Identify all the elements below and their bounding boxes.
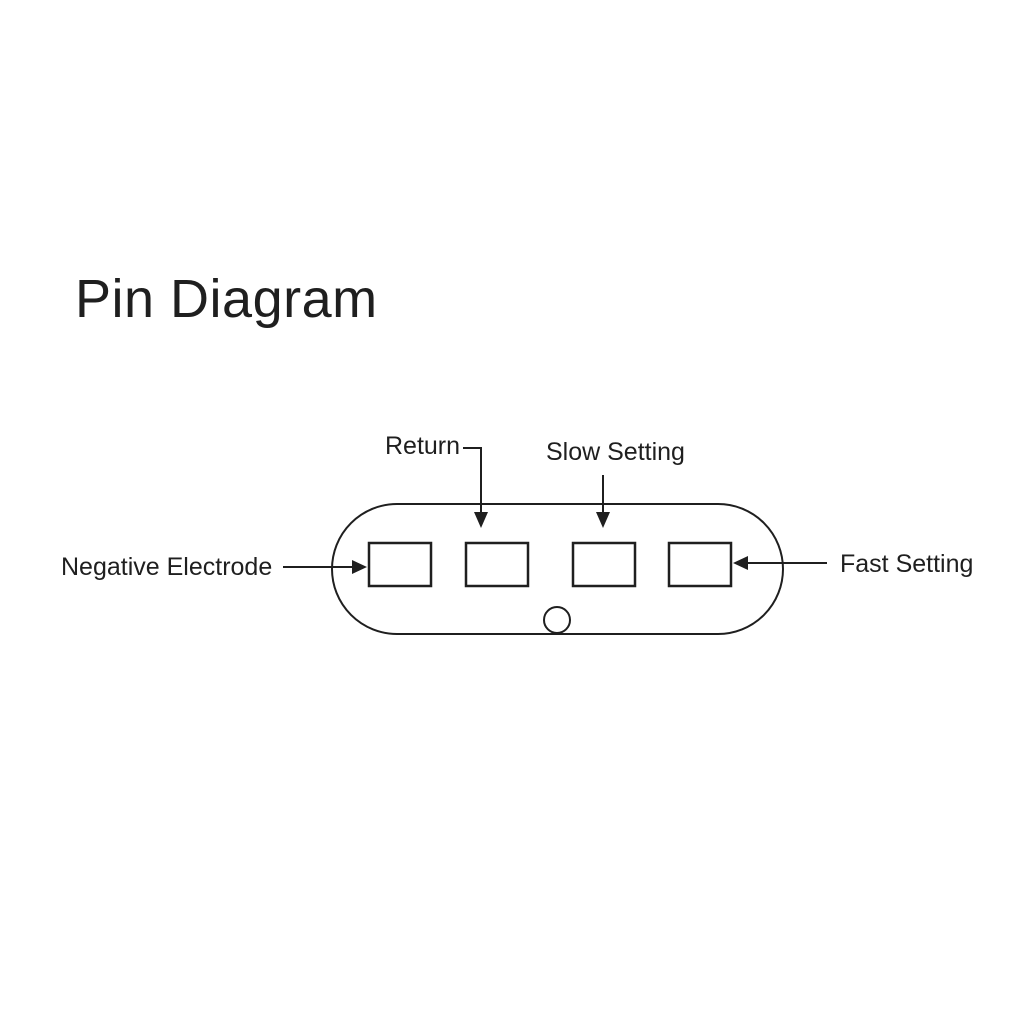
fast-setting-arrowhead <box>733 556 748 570</box>
negative-electrode-arrowhead <box>352 560 367 574</box>
return-label: Return <box>385 432 461 460</box>
slow-setting-arrowhead <box>596 512 610 528</box>
fast-setting-label: Fast Setting <box>840 550 974 578</box>
diagram-strokes <box>283 447 827 635</box>
indicator-circle <box>543 606 571 634</box>
return-arrowhead <box>474 512 488 528</box>
pin-1-negative-electrode <box>367 541 433 588</box>
pin-2-return <box>464 541 530 588</box>
pin-4-fast-setting <box>667 541 733 588</box>
diagram-arrowheads <box>352 512 748 574</box>
return-arrow-line <box>463 447 482 514</box>
component-outline <box>331 503 784 635</box>
page-title: Pin Diagram <box>75 269 378 329</box>
pin-3-slow-setting <box>571 541 637 588</box>
negative-electrode-label: Negative Electrode <box>61 553 273 581</box>
slow-setting-label: Slow Setting <box>546 438 685 466</box>
